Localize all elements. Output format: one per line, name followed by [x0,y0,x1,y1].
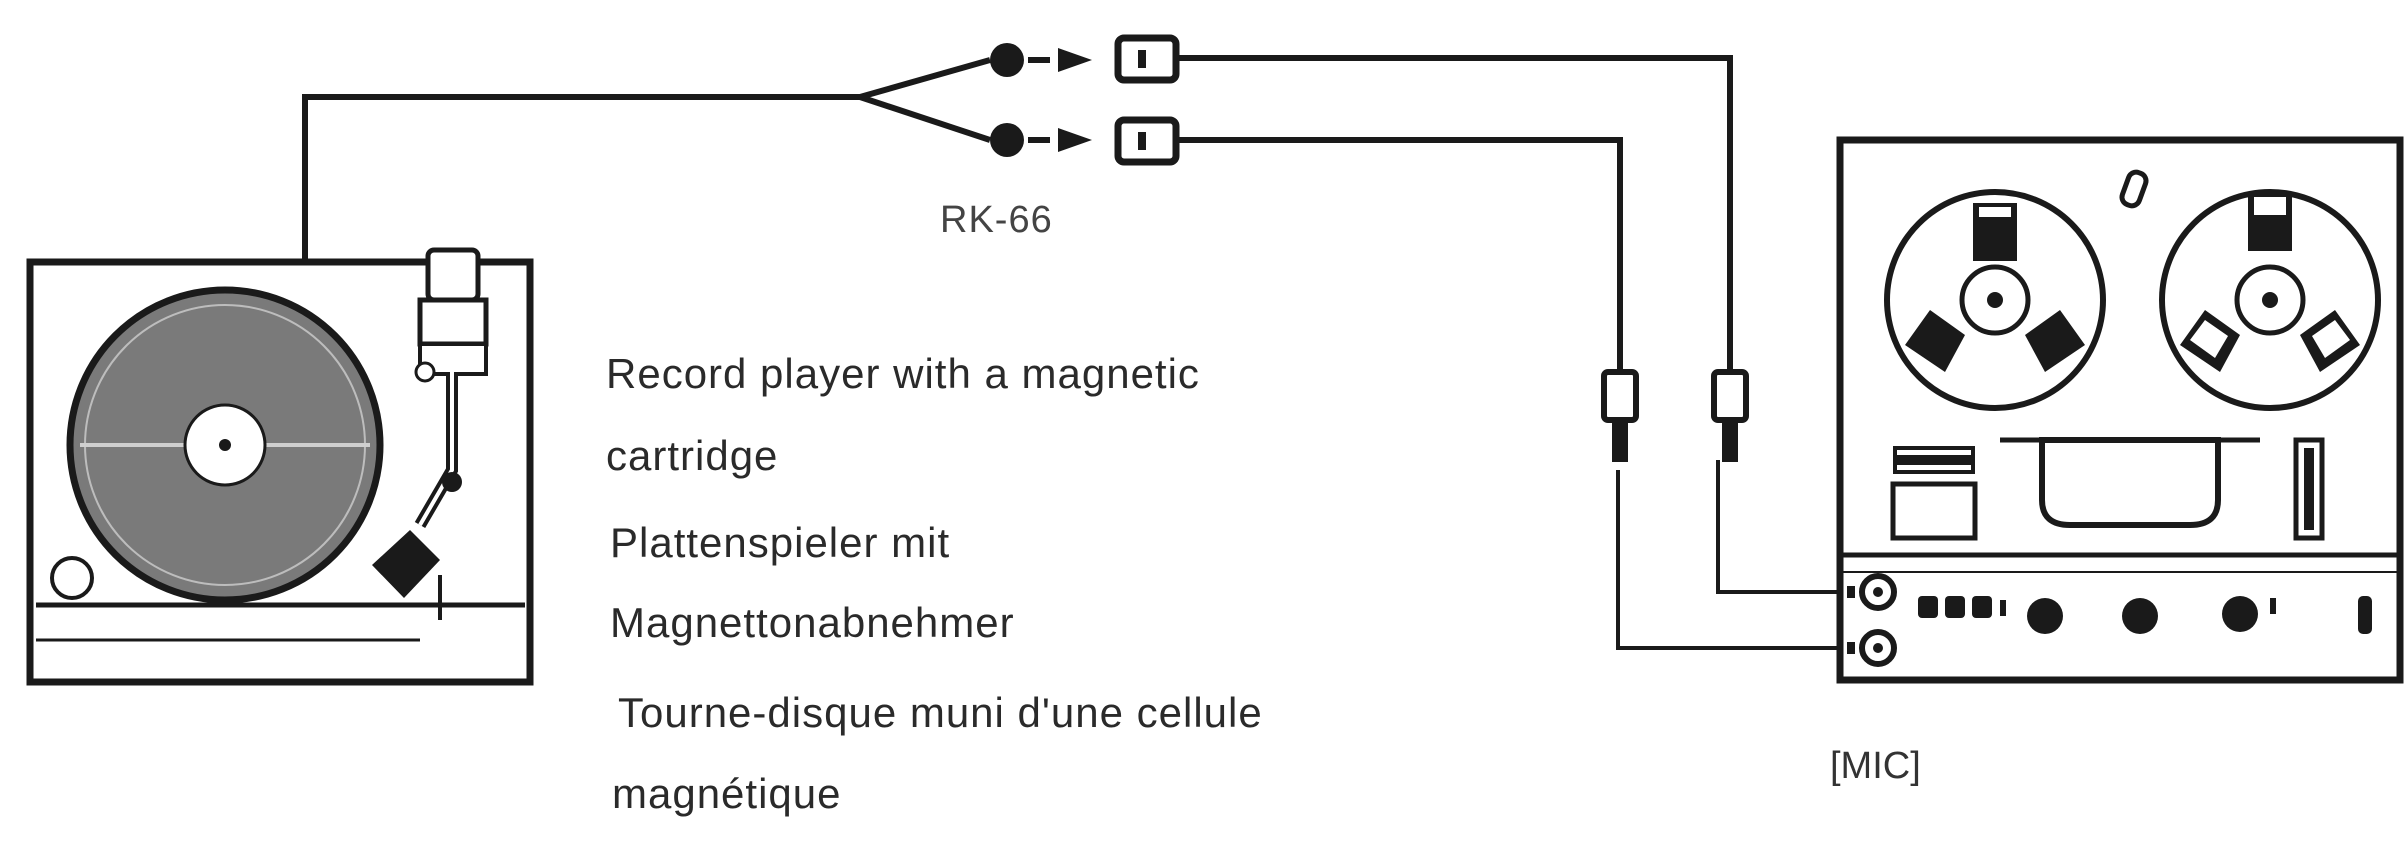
connector-label: RK-66 [940,199,1053,241]
start-knob [50,556,94,600]
mic-input-label: [MIC] [1830,745,1921,787]
upper-rca-jack [990,43,1024,77]
y-split-lower-cable [859,94,991,143]
caption-line-1: Record player with a magnetic [606,350,1200,397]
upper-plug [1114,34,1180,84]
deck-indicator-lamp [2119,169,2149,209]
meter-window [1890,481,1978,541]
caption-line-5: Tourne-disque muni d'une cellule [618,689,1263,736]
deck-control-row [1918,596,2372,634]
upper-output-cable [1175,55,1733,370]
cables [302,55,1838,650]
deck-plugs [1601,369,1749,462]
caption-line-6: magnétique [612,770,842,817]
left-reel [1884,189,2106,411]
caption-line-4: Magnettonabnehmer [610,599,1015,646]
lower-output-cable [1175,137,1623,370]
caption-line-3: Plattenspieler mit [610,519,950,566]
turntable-output-cable [302,94,860,262]
lower-arrow [1058,128,1092,152]
upper-arrow [1058,48,1092,72]
upper-input-cable [1716,460,1838,594]
cartridge-headshell [372,530,440,598]
caption-line-2: cartridge [606,432,778,479]
left-down-plug [1601,369,1639,423]
lower-plug [1114,116,1180,166]
right-reel [2159,189,2381,411]
tape-recorder [1836,136,2404,684]
right-down-plug [1711,369,1749,423]
lower-input-cable [1616,470,1838,650]
rk66-adapter: RK-66 [940,34,1180,241]
head-cover [2039,437,2221,528]
record-player [26,247,534,686]
spindle [219,439,231,451]
tonearm-counterweight [425,247,481,303]
y-split-upper-cable [859,57,991,100]
lower-rca-jack [990,123,1024,157]
